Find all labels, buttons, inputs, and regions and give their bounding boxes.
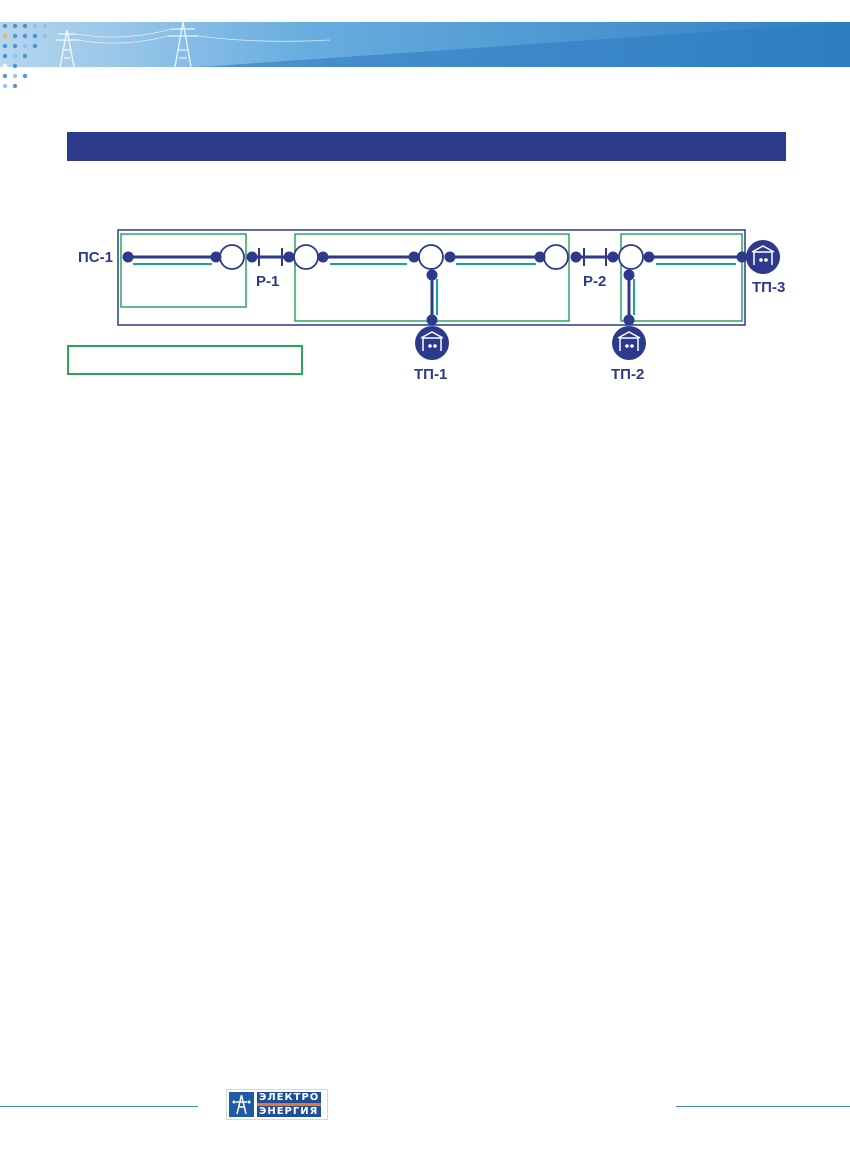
header-banner [0, 21, 850, 89]
zone-box-1 [120, 233, 247, 308]
company-logo: ЭЛЕКТРО ЭНЕРГИЯ [226, 1089, 328, 1120]
dot-pattern [2, 23, 48, 89]
label-r2: Р-2 [583, 273, 606, 290]
breaker-2 [293, 244, 319, 270]
node-dot [623, 314, 635, 326]
node-dot [623, 269, 635, 281]
banner-swoosh [200, 22, 850, 67]
node-dot [210, 251, 222, 263]
label-tp2: ТП-2 [611, 366, 644, 383]
label-tp3: ТП-3 [752, 279, 785, 296]
node-dot [643, 251, 655, 263]
power-wires [75, 28, 331, 44]
node-dot [283, 251, 295, 263]
substation-icon-tp2 [612, 326, 646, 360]
breaker-4 [543, 244, 569, 270]
node-dot [736, 251, 748, 263]
logo-word-1: ЭЛЕКТРО [257, 1092, 322, 1103]
substation-icon-tp3 [746, 240, 780, 274]
breaker-5 [618, 244, 644, 270]
power-tower-left [55, 29, 79, 68]
footer-line-left [0, 1106, 198, 1107]
breaker-3 [418, 244, 444, 270]
node-dot [444, 251, 456, 263]
node-dot [317, 251, 329, 263]
logo-mark-icon [229, 1092, 254, 1117]
logo-strip [257, 1103, 322, 1106]
zone-box-3 [620, 233, 743, 322]
section-title-bar [67, 132, 786, 161]
footer-line-right [676, 1106, 850, 1107]
power-tower-right [168, 21, 198, 68]
node-dot [570, 251, 582, 263]
node-dot [408, 251, 420, 263]
legend-box [67, 345, 303, 375]
logo-word-2: ЭНЕРГИЯ [257, 1106, 322, 1117]
logo-text: ЭЛЕКТРО ЭНЕРГИЯ [257, 1092, 322, 1117]
substation-icon-tp1 [415, 326, 449, 360]
node-dot [246, 251, 258, 263]
label-tp1: ТП-1 [414, 366, 447, 383]
node-dot [426, 314, 438, 326]
node-dot [426, 269, 438, 281]
node-dot [534, 251, 546, 263]
breaker-1 [219, 244, 245, 270]
network-diagram: ПС-1 Р-1 Р-2 ТП-1 ТП-2 ТП-3 [78, 229, 785, 383]
node-dot [122, 251, 134, 263]
node-dot [607, 251, 619, 263]
label-ps1: ПС-1 [78, 249, 113, 266]
label-r1: Р-1 [256, 273, 279, 290]
